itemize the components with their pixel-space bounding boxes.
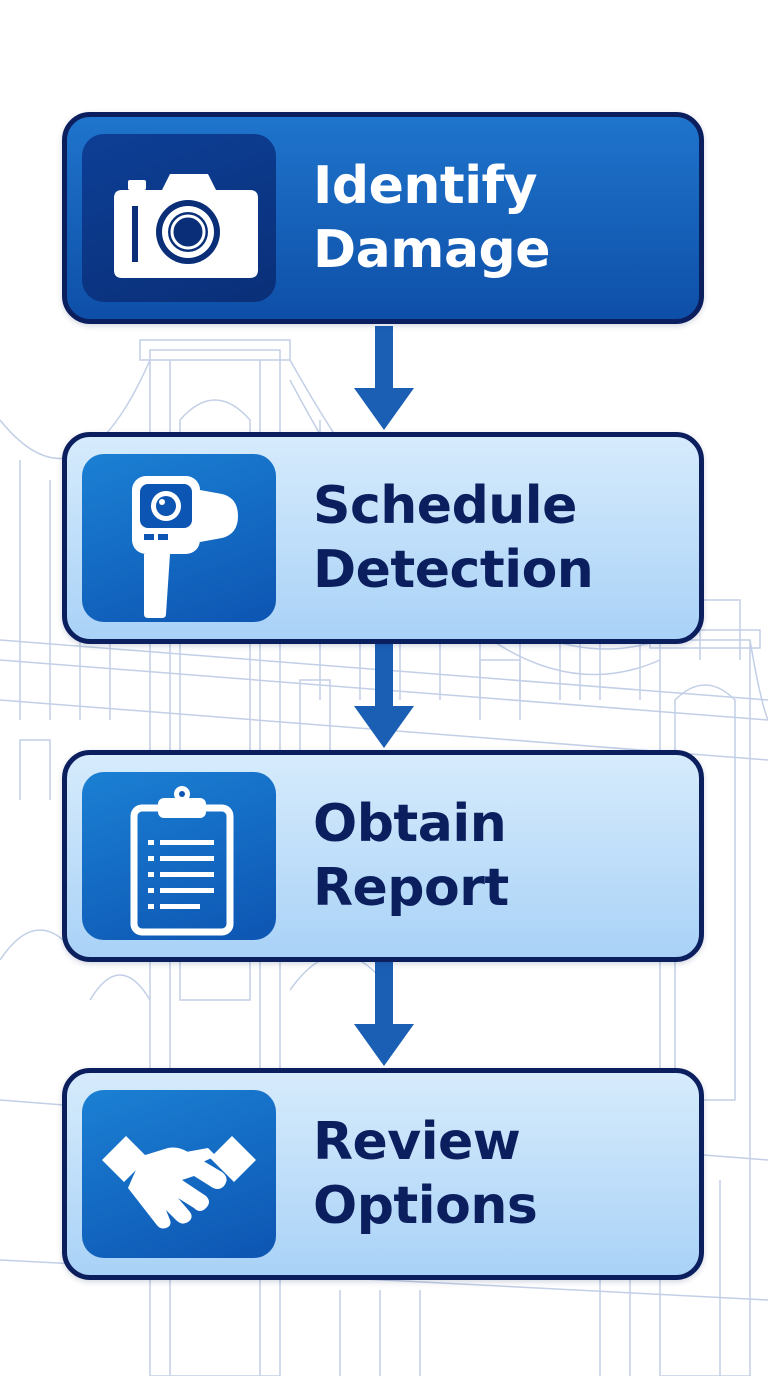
step-label: Review Options bbox=[313, 1073, 693, 1275]
flow-arrow-1 bbox=[354, 326, 414, 430]
step-title-line2: Detection bbox=[313, 540, 594, 600]
step-title-line2: Options bbox=[313, 1176, 538, 1236]
thermal-camera-icon bbox=[132, 476, 238, 618]
flow-arrow-2 bbox=[354, 644, 414, 748]
step-schedule-detection: Schedule Detection bbox=[62, 432, 704, 644]
step-review-options: Review Options bbox=[62, 1068, 704, 1280]
thermal-camera-icon-tile bbox=[82, 454, 276, 622]
step-obtain-report: Obtain Report bbox=[62, 750, 704, 962]
step-label: Schedule Detection bbox=[313, 437, 693, 639]
handshake-icon-tile bbox=[82, 1090, 276, 1258]
clipboard-icon-tile bbox=[82, 772, 276, 940]
step-label: Identify Damage bbox=[313, 117, 693, 319]
step-title-line2: Report bbox=[313, 858, 509, 918]
clipboard-icon bbox=[130, 786, 234, 936]
step-title-line1: Identify bbox=[313, 156, 538, 216]
step-title-line2: Damage bbox=[313, 220, 551, 280]
handshake-icon bbox=[102, 1136, 256, 1229]
step-title-line1: Review bbox=[313, 1112, 521, 1172]
flow-arrow-3 bbox=[354, 962, 414, 1066]
step-identify-damage: Identify Damage bbox=[62, 112, 704, 324]
camera-icon-tile bbox=[82, 134, 276, 302]
step-title-line1: Obtain bbox=[313, 794, 507, 854]
camera-icon bbox=[114, 174, 258, 278]
step-title-line1: Schedule bbox=[313, 476, 577, 536]
step-label: Obtain Report bbox=[313, 755, 693, 957]
